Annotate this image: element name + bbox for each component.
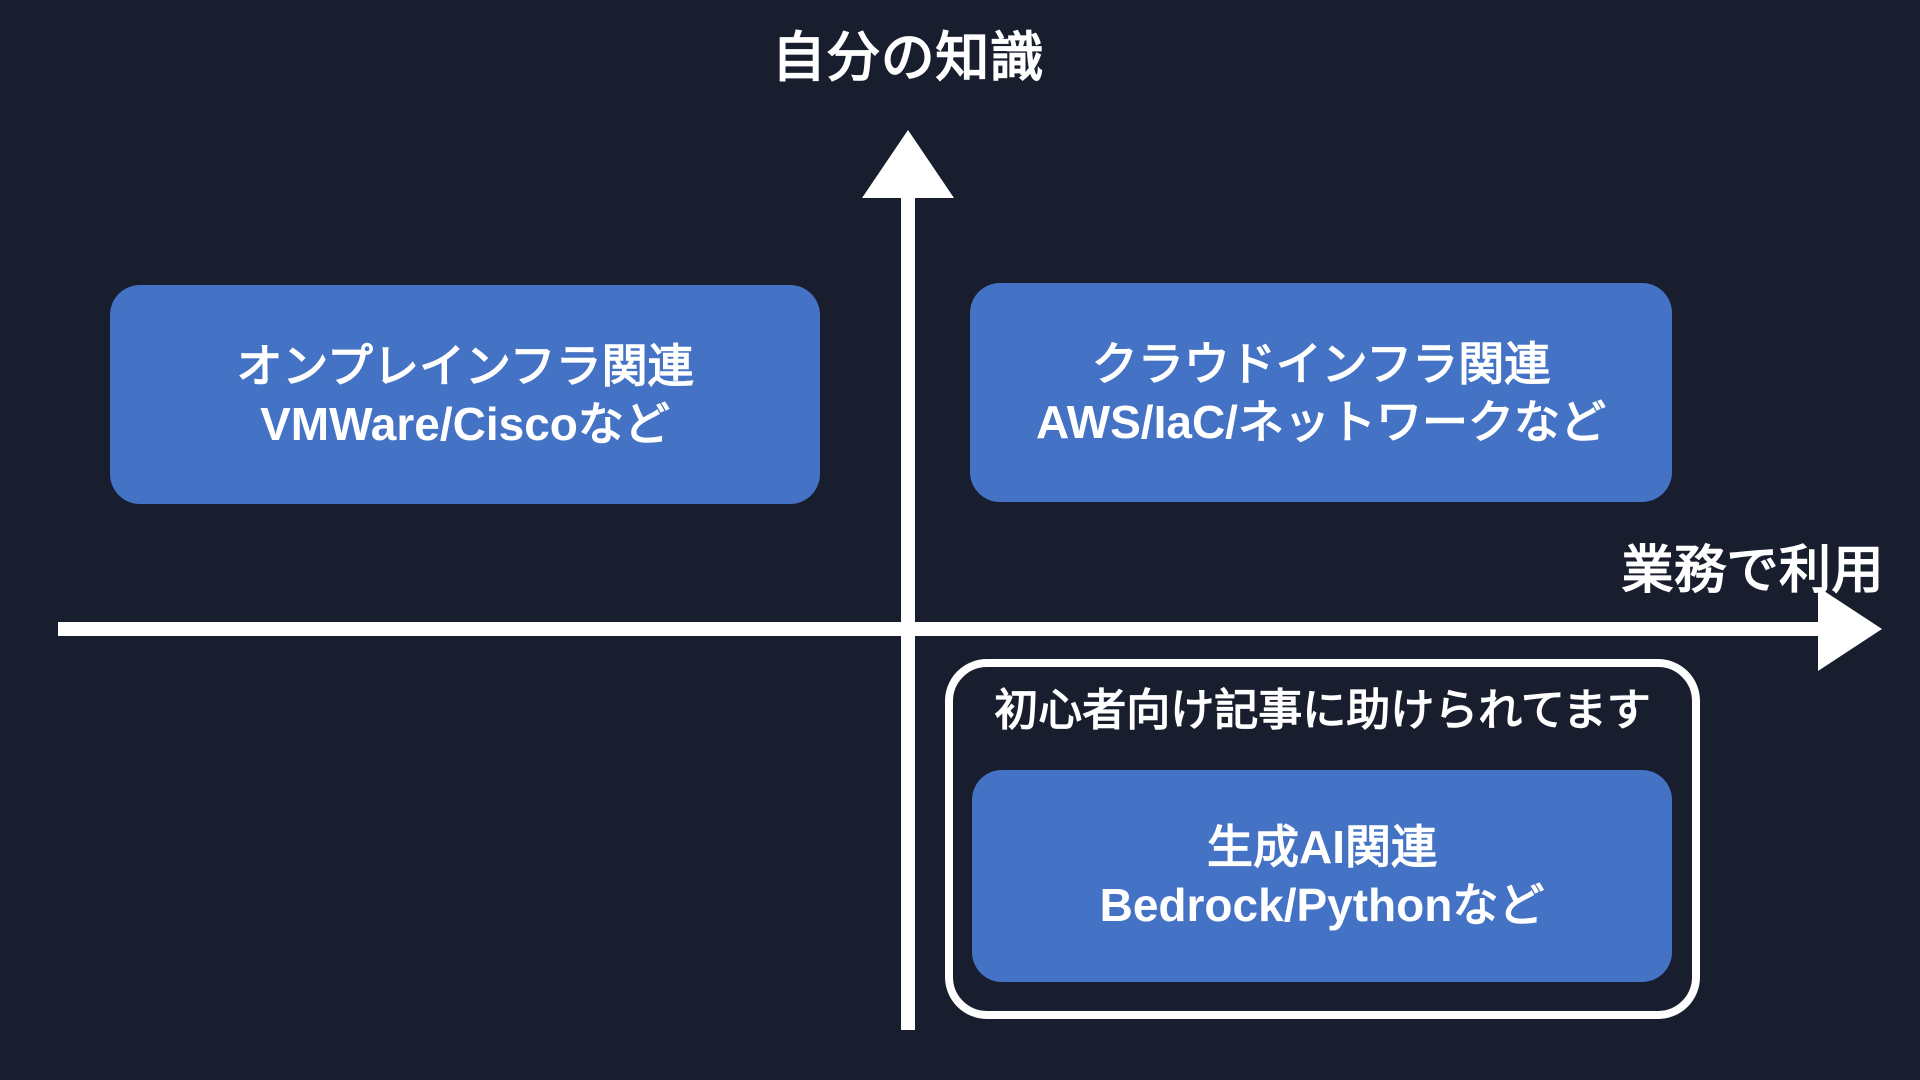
quadrant-card-cloud-title: クラウドインフラ関連 [1091, 337, 1551, 390]
quadrant-card-genai-title: 生成AI関連 [1207, 821, 1437, 873]
y-axis-arrow [862, 130, 954, 1030]
highlight-caption: 初心者向け記事に助けられてます [994, 686, 1651, 735]
quadrant-card-cloud-subtitle: AWS/IaC/ネットワークなど [1036, 395, 1606, 448]
quadrant-card-cloud[interactable]: クラウドインフラ関連 AWS/IaC/ネットワークなど [970, 283, 1672, 502]
quadrant-card-onprem[interactable]: オンプレインフラ関連 VMWare/Ciscoなど [110, 285, 820, 504]
quadrant-card-onprem-title: オンプレインフラ関連 [236, 339, 694, 392]
quadrant-card-onprem-subtitle: VMWare/Ciscoなど [260, 397, 670, 450]
quadrant-card-genai[interactable]: 生成AI関連 Bedrock/Pythonなど [972, 770, 1672, 982]
y-axis-label: 自分の知識 [771, 28, 1045, 88]
quadrant-card-genai-subtitle: Bedrock/Pythonなど [1099, 879, 1545, 931]
x-axis-label: 業務で利用 [1621, 542, 1884, 600]
highlight-outline-box [945, 659, 1700, 1019]
